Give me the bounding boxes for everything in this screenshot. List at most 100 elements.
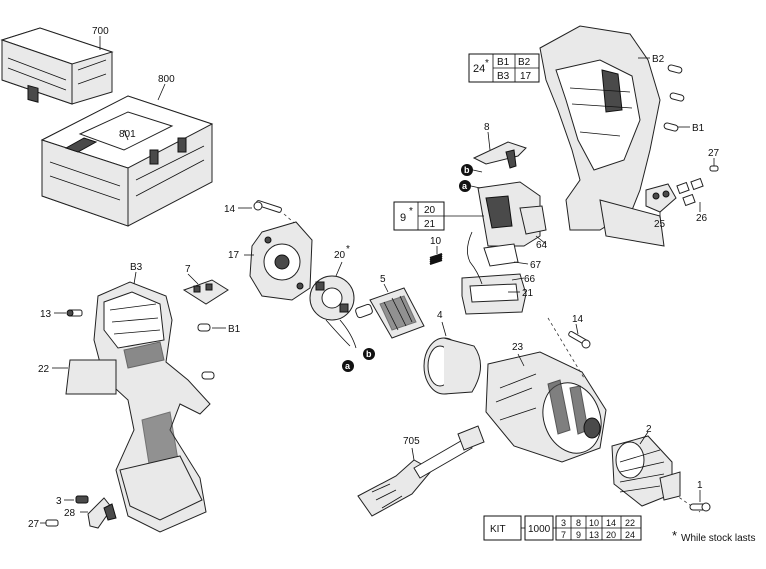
callout-23: 23 (512, 342, 524, 353)
box9-cell-1: 20 (424, 205, 436, 216)
screw-27-left (45, 519, 59, 527)
button-8 (472, 141, 527, 169)
callout-66: 66 (524, 274, 536, 285)
switch-assembly-9 (461, 181, 547, 315)
kit-r2-c1: 7 (561, 530, 566, 540)
callout-B2: B2 (652, 54, 665, 65)
svg-text:b: b (366, 349, 372, 359)
callout-4: 4 (437, 310, 443, 321)
box24-cell-3: B3 (497, 71, 510, 82)
kit-code: 1000 (528, 524, 551, 535)
callout-10: 10 (430, 236, 442, 247)
screw-13 (66, 309, 83, 317)
gearbox-23 (485, 351, 607, 463)
kit-table: KIT 1000 3 8 10 14 22 7 9 13 20 24 (483, 515, 642, 541)
screw-14-mid (568, 331, 591, 349)
footnote: * While stock lasts (672, 528, 755, 544)
carry-case-800 (40, 95, 214, 227)
callout-801: 801 (119, 129, 136, 140)
callout-20: 20 (334, 250, 346, 261)
svg-text:a: a (345, 361, 351, 371)
kit-r2-c5: 24 (625, 530, 635, 540)
kit-r2-c2: 9 (576, 530, 581, 540)
chuck-2 (611, 435, 681, 507)
screw-3 (75, 495, 89, 504)
callout-3: 3 (56, 496, 62, 507)
marker-a-switch: a (459, 180, 471, 192)
marker-b-brush: b (363, 348, 375, 360)
callout-B3: B3 (130, 262, 143, 273)
label-22 (65, 359, 117, 395)
kit-r1-c1: 3 (561, 518, 566, 528)
magnet-ring-4 (423, 337, 481, 395)
callout-box-24: 24 * B1 B2 B3 17 (468, 53, 540, 83)
small-parts-26 (676, 177, 704, 207)
callout-box-9: 9 * 20 21 (393, 201, 445, 231)
callout-14-top: 14 (224, 204, 236, 215)
callout-21: 21 (522, 288, 534, 299)
callout-20-star: * (346, 244, 350, 255)
box24-number: 24 (473, 63, 485, 75)
callout-800: 800 (158, 74, 175, 85)
clip-28 (87, 497, 117, 529)
kit-r1-c4: 14 (606, 518, 616, 528)
screw-1 (689, 502, 711, 512)
pins-b1-left (197, 323, 215, 380)
kit-r1-c5: 22 (625, 518, 635, 528)
screw-27-right (709, 165, 719, 172)
callout-22: 22 (38, 364, 50, 375)
callout-labels: 700 800 801 8 14 17 20 * 7 5 10 4 64 67 … (28, 26, 720, 530)
box24-cell-4: 17 (520, 71, 532, 82)
callout-705: 705 (403, 436, 420, 447)
kit-r2-c4: 20 (606, 530, 616, 540)
housing-half-left (93, 281, 211, 533)
callout-700: 700 (92, 26, 109, 37)
marker-a-brush: a (342, 360, 354, 372)
box24-cell-1: B1 (497, 57, 510, 68)
marker-b-switch: b (461, 164, 473, 176)
svg-text:b: b (464, 165, 470, 175)
spring-10 (429, 253, 443, 265)
footnote-text: While stock lasts (681, 533, 755, 544)
box9-star: * (409, 206, 413, 217)
box9-cell-2: 21 (424, 219, 436, 230)
callout-67: 67 (530, 260, 542, 271)
box24-star: * (485, 58, 489, 69)
housing-half-right (539, 25, 665, 247)
callout-5: 5 (380, 274, 386, 285)
kit-label: KIT (490, 524, 506, 535)
kit-r2-c3: 13 (589, 530, 599, 540)
callout-7: 7 (185, 264, 191, 275)
callout-17: 17 (228, 250, 240, 261)
box9-number: 9 (400, 212, 406, 224)
callout-B1-left: B1 (228, 324, 241, 335)
callout-28: 28 (64, 508, 76, 519)
callout-2: 2 (646, 424, 652, 435)
callout-14-mid: 14 (572, 314, 584, 325)
kit-r1-c3: 10 (589, 518, 599, 528)
callout-13: 13 (40, 309, 52, 320)
side-handle-705 (357, 425, 485, 517)
callout-27-right: 27 (708, 148, 720, 159)
carry-case-700 (0, 27, 114, 105)
callout-25: 25 (654, 219, 666, 230)
kit-r1-c2: 8 (576, 518, 581, 528)
callout-8: 8 (484, 122, 490, 133)
gear-plate-17 (249, 221, 313, 301)
brush-plate-20 (309, 275, 357, 349)
box24-cell-2: B2 (518, 57, 531, 68)
footnote-star: * (672, 528, 677, 543)
callout-64: 64 (536, 240, 548, 251)
pins-b1-right (663, 64, 685, 132)
callout-B1-right: B1 (692, 123, 705, 134)
callout-26: 26 (696, 213, 708, 224)
callout-27-left: 27 (28, 519, 40, 530)
switch-cover-25 (645, 183, 677, 213)
screw-14-top (253, 200, 282, 213)
plate-7 (182, 279, 229, 305)
armature-5 (355, 287, 425, 339)
callout-1: 1 (697, 480, 703, 491)
svg-text:a: a (462, 181, 468, 191)
